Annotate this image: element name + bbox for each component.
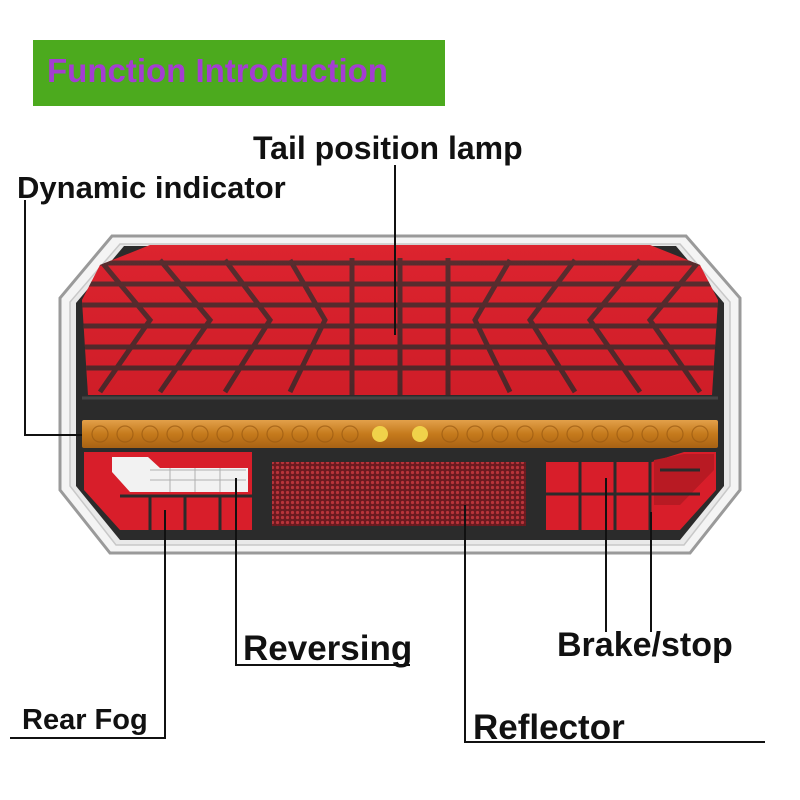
label-rear-fog: Rear Fog [22, 704, 148, 736]
leader-dynamic-indicator [24, 200, 82, 436]
label-reversing: Reversing [243, 629, 413, 668]
left-lower-module [84, 452, 252, 530]
label-reflector: Reflector [473, 708, 625, 747]
leader-reflector [464, 505, 765, 743]
tail-position-lamp-area [82, 245, 718, 395]
label-dynamic-indicator: Dynamic indicator [17, 170, 286, 205]
label-brake-stop: Brake/stop [557, 626, 733, 664]
dynamic-indicator-strip [82, 420, 718, 448]
leader-rear-fog [10, 510, 166, 739]
right-lower-module [546, 452, 716, 530]
title-text: Function Introduction [47, 52, 388, 89]
label-tail-position-lamp: Tail position lamp [253, 130, 523, 166]
leader-reversing [235, 478, 410, 666]
title-banner: Function Introduction [33, 40, 445, 106]
leader-lines [10, 165, 765, 743]
